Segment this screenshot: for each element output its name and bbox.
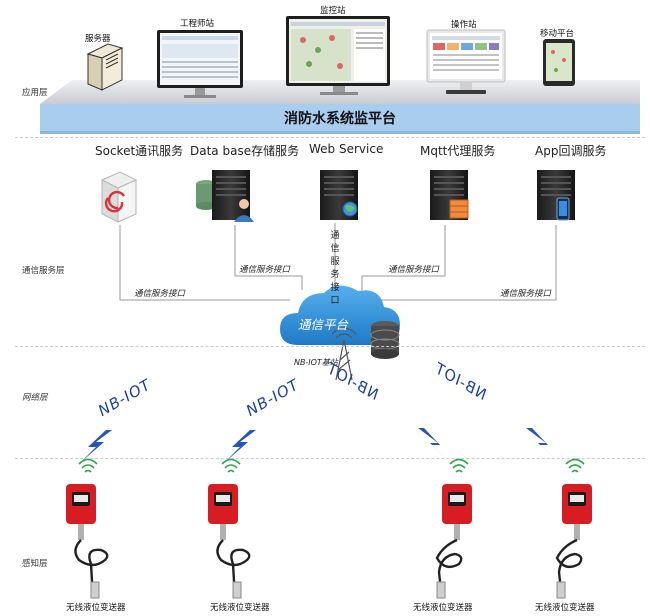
interface-label-4: 通信服务接口 (500, 289, 552, 299)
engineer-monitor-icon (157, 30, 243, 98)
device-label-mobile-platform: 移动平台 (540, 29, 575, 39)
monitoring-monitor-icon (286, 16, 390, 95)
sensor-label-4: 无线液位变送器 (535, 603, 595, 613)
layer-label-network: 网络层 (22, 393, 48, 403)
server-tower-icon (86, 43, 124, 91)
app-callback-server-icon (537, 170, 575, 221)
sensor-label-3: 无线液位变送器 (413, 603, 473, 613)
base-station-label: NB-IOT基站 (294, 358, 338, 367)
cloud-title: 通信平台 (298, 317, 349, 332)
service-label-web-service: Web Service (309, 142, 384, 156)
interface-label-2: 通信服务接口 (239, 265, 291, 275)
tablet-icon (543, 39, 575, 86)
mqtt-proxy-server-icon (430, 170, 469, 220)
layer-label-application: 应用层 (22, 88, 48, 98)
service-label-mqtt: Mqtt代理服务 (420, 144, 496, 158)
service-label-app-callback: App回调服务 (535, 144, 607, 158)
cloud-icon (280, 285, 400, 345)
layer-label-communication: 通信服务层 (22, 266, 65, 276)
platform-title: 消防水系统监平台 (284, 111, 396, 127)
device-label-engineer-station: 工程师站 (180, 19, 215, 29)
device-label-server: 服务器 (85, 34, 111, 44)
separator-app-comm (15, 137, 645, 138)
service-label-socket: Socket通讯服务 (95, 144, 184, 158)
interface-label-3: 通信服务接口 (388, 265, 440, 275)
device-label-operator-station: 操作站 (451, 20, 477, 30)
lightning-bolt-icons (80, 428, 558, 463)
service-label-database: Data base存储服务 (190, 144, 300, 158)
sensor-label-1: 无线液位变送器 (66, 603, 126, 613)
operator-monitor-icon (426, 29, 506, 94)
sensor-icon-1 (66, 484, 109, 599)
signal-wifi-icons (78, 458, 585, 473)
layer-label-sensing: 感知层 (22, 559, 48, 569)
separator-comm-network (15, 346, 645, 347)
connection-lines (119, 223, 557, 301)
cloud-database-icon (370, 321, 400, 359)
separator-network-sensing (15, 458, 645, 459)
sensor-icon-3 (435, 484, 472, 599)
sensor-label-2: 无线液位变送器 (210, 603, 270, 613)
socket-service-icon (100, 171, 138, 223)
database-server-icon (196, 170, 254, 222)
sensor-icon-4 (555, 484, 592, 599)
interface-label-vertical: 通信服务接口 (330, 231, 340, 306)
sensor-icon-2 (208, 484, 251, 599)
interface-label-1: 通信服务接口 (134, 289, 186, 299)
device-label-monitoring-station: 监控站 (320, 6, 346, 16)
web-service-server-icon (320, 170, 358, 220)
